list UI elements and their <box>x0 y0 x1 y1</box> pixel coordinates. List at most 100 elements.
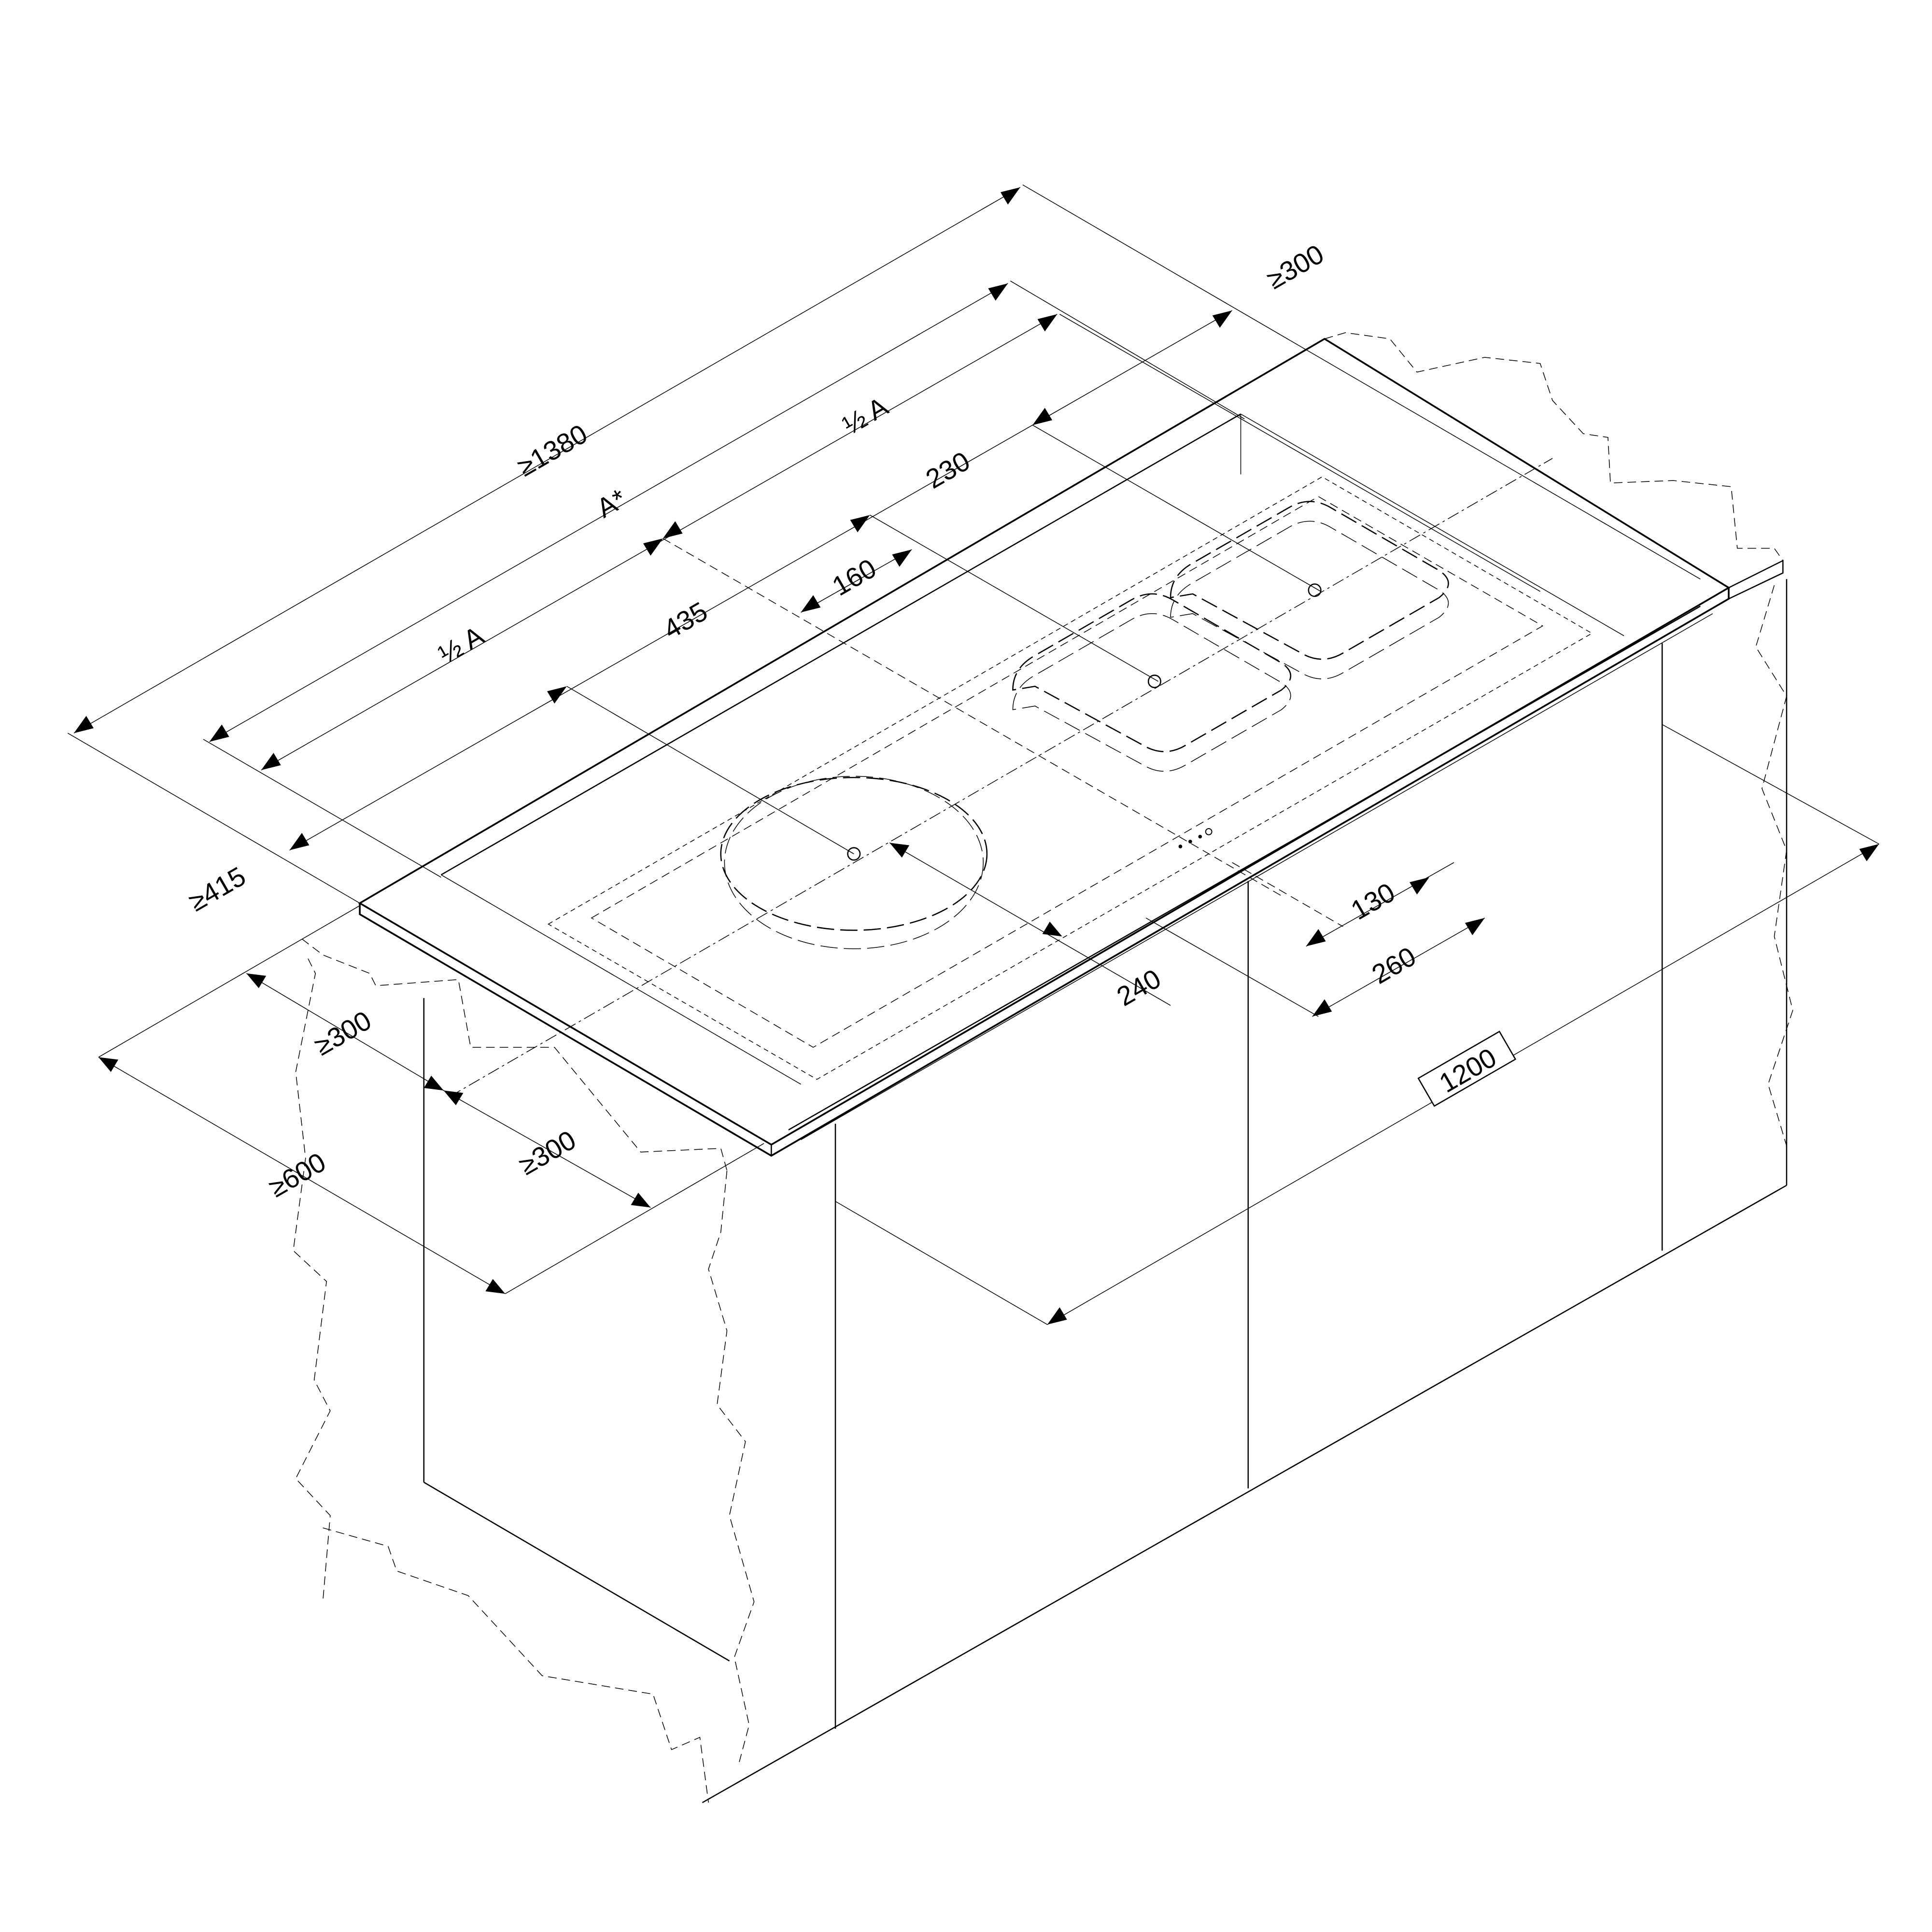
break-lines <box>293 332 1793 1803</box>
label-cabinet-width-box: 1200 <box>1417 1030 1517 1107</box>
round-zone-center-icon <box>847 847 861 861</box>
round-zone-disc <box>720 776 988 931</box>
arrow-icon <box>1306 929 1326 946</box>
hob-outline <box>591 496 1544 1048</box>
ext-line <box>203 739 441 878</box>
label-radius-240: 240 <box>1112 963 1166 1012</box>
square-zone-right <box>1170 501 1449 679</box>
control-knob-icon <box>1205 828 1213 835</box>
ext-line-1200-right <box>1662 724 1879 845</box>
label-230: 230 <box>920 445 975 494</box>
rear-cut-line <box>440 413 1241 875</box>
square-zone-right-plate <box>1170 501 1449 660</box>
square-zone-left-center-icon <box>1147 675 1161 689</box>
arrow-icon <box>1042 921 1062 937</box>
arrow-icon <box>1037 314 1058 332</box>
cutout-area <box>449 458 1593 1097</box>
ext-line-600-top <box>98 905 360 1058</box>
left-cut-line <box>441 874 801 1085</box>
arrow-icon <box>423 1075 444 1091</box>
cutout-fill <box>547 476 1593 1080</box>
center-axis <box>449 458 1553 1097</box>
label-right-margin: ≥300 <box>1262 239 1329 295</box>
countertop-front-edge <box>359 588 1730 1157</box>
round-zone-outer-ring <box>724 776 984 949</box>
arrow-icon <box>443 1090 464 1105</box>
ext-line <box>1010 281 1245 420</box>
arrow-icon <box>1212 310 1232 328</box>
square-zone-right-center-icon <box>1308 583 1322 597</box>
ext-line <box>67 733 360 904</box>
dim-300-right-line <box>1032 310 1233 425</box>
dim-300-left-bottom-line <box>443 1090 651 1208</box>
arrow-icon <box>988 283 1008 301</box>
label-half-a-left: ½ A <box>433 620 489 670</box>
ext-line <box>1022 184 1701 579</box>
dim-300-left-top-line <box>246 973 444 1091</box>
ext-line-1200-left <box>835 1201 1048 1325</box>
front-trim-1 <box>788 606 1701 1130</box>
arrow-icon <box>485 1279 506 1294</box>
top-left-break-line <box>301 938 728 1171</box>
ext-line-600-bottom <box>505 1143 764 1294</box>
square-zone-left-plate <box>1012 593 1292 752</box>
round-zone <box>720 776 988 949</box>
arrow-icon <box>892 550 912 567</box>
bottom-break-line <box>323 1527 709 1803</box>
dim-240-line <box>889 842 1171 1006</box>
arrow-icon <box>1859 844 1879 861</box>
arrow-icon <box>801 595 821 613</box>
label-a-total: A* <box>592 483 632 523</box>
arrow-icon <box>1047 1307 1067 1325</box>
label-box <box>1417 1030 1517 1107</box>
square-zone-left-outer <box>1012 613 1291 772</box>
arrow-icon <box>643 538 663 556</box>
ext-line <box>1059 314 1540 592</box>
dim-435-230-line <box>289 424 1033 851</box>
control-dot-icon <box>1188 839 1192 844</box>
dimension-lines <box>67 184 1879 1325</box>
rear-break-line <box>1324 332 1783 561</box>
arrow-icon <box>547 686 567 704</box>
ext-line <box>870 514 1158 682</box>
arrow-icon <box>889 843 910 858</box>
arrow-icon <box>209 724 229 742</box>
dim-260-line <box>1312 917 1485 1017</box>
arrow-icon <box>1000 187 1020 205</box>
control-dot-icon <box>1198 834 1202 839</box>
right-break-line <box>1755 585 1793 1185</box>
ext-line <box>566 686 854 854</box>
front-left-break-line <box>708 1170 755 1763</box>
ext-line <box>1032 424 1321 592</box>
control-dot-icon <box>1178 845 1183 848</box>
cabinet-bottom <box>702 1185 1787 1804</box>
arrow-icon <box>1312 999 1332 1017</box>
label-435: 435 <box>658 596 713 645</box>
label-half-a-right: ½ A <box>837 391 893 440</box>
countertop-right-lip <box>1728 559 1784 600</box>
right-cut-line <box>1241 413 1624 636</box>
label-overall-length: ≥1380 <box>512 418 592 482</box>
dim-160-line <box>801 549 912 613</box>
arrowheads <box>74 187 1879 1325</box>
label-front-depth: ≥415 <box>183 860 251 917</box>
arrow-icon <box>99 1057 118 1072</box>
ext-line-260 <box>1145 917 1319 1017</box>
left-break-line <box>293 958 331 1602</box>
arrow-icon <box>246 973 267 988</box>
cooking-zones <box>720 501 1449 949</box>
arrow-icon <box>1032 408 1053 425</box>
square-zone-left <box>1012 593 1292 772</box>
arrow-icon <box>850 515 870 533</box>
arrow-icon <box>289 832 310 850</box>
dim-a-line <box>209 283 1008 742</box>
control-indicators <box>1178 828 1213 848</box>
half-a-axis <box>663 538 1282 896</box>
cabinet-body <box>358 338 1788 1804</box>
label-260: 260 <box>1367 941 1421 989</box>
dimension-labels: ≥1380 A* ½ A ½ A ≥300 230 435 160 ≥415 2… <box>183 239 1517 1203</box>
label-depth-600: ≥600 <box>264 1146 331 1203</box>
square-zone-right-outer <box>1170 521 1449 679</box>
ext-line-130 <box>1232 862 1343 927</box>
